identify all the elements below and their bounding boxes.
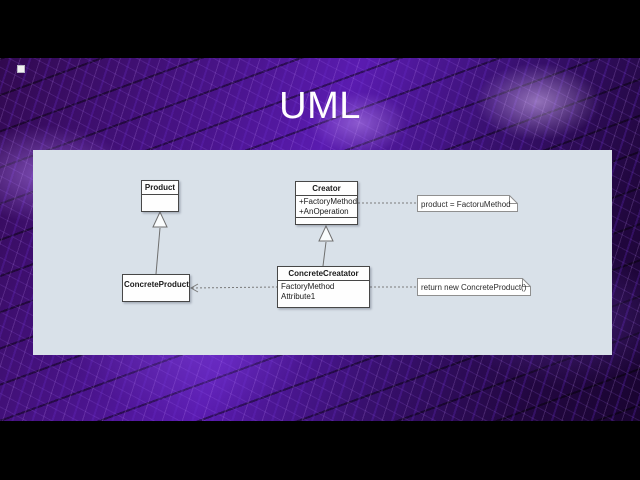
compartment-divider <box>278 280 369 281</box>
slide-title: UML <box>279 85 361 127</box>
member-factorymethod: FactoryMethod <box>281 282 335 291</box>
generalization-triangle-creator <box>318 224 334 242</box>
note-fold-icon <box>509 195 518 204</box>
empty-compartment <box>296 218 357 224</box>
compartment-divider <box>296 217 357 218</box>
generalization-line-product <box>155 227 161 275</box>
class-box-product: Product <box>141 180 179 212</box>
generalization-line-creator <box>322 241 327 267</box>
class-name-product: Product <box>144 183 176 192</box>
member-anoperation: +AnOperation <box>299 207 349 216</box>
uml-diagram-panel: Product Creator +FactoryMethod +AnOperat… <box>33 150 612 355</box>
note-text-return: return new ConcreteProduct() <box>421 283 527 292</box>
note-outline <box>417 278 531 296</box>
diagram-connectors <box>152 202 417 293</box>
dependency-dashed-line <box>191 286 278 289</box>
class-members-creator: +FactoryMethod +AnOperation <box>296 196 357 217</box>
class-name-creator: Creator <box>312 184 341 193</box>
class-box-concrete-creatator: ConcreteCreatator FactoryMethod Attribut… <box>277 266 370 308</box>
class-name-concrete-product: ConcreteProduct <box>124 280 189 289</box>
note-fold-icon <box>522 278 531 287</box>
member-factorymethod: +FactoryMethod <box>299 197 358 206</box>
uml-note-factory: product = FactoruMethod <box>417 195 518 212</box>
member-attribute1: Attribute1 <box>281 292 316 301</box>
compartment-divider <box>142 194 178 195</box>
class-name-concrete-creatator: ConcreteCreatator <box>288 269 359 278</box>
empty-compartment <box>142 195 178 211</box>
class-members-concrete-creatator: FactoryMethod Attribute1 <box>278 281 369 302</box>
generalization-triangle-product <box>152 210 168 228</box>
class-box-creator: Creator +FactoryMethod +AnOperation <box>295 181 358 225</box>
empty-compartment <box>123 291 189 301</box>
uml-note-return: return new ConcreteProduct() <box>417 278 531 296</box>
compartment-divider <box>296 195 357 196</box>
slide-bullet-icon <box>17 65 25 73</box>
dependency-open-arrowhead <box>189 283 199 293</box>
note-outline <box>417 195 518 212</box>
note-text-factory: product = FactoruMethod <box>421 200 511 209</box>
class-box-concrete-product: ConcreteProduct <box>122 274 190 302</box>
